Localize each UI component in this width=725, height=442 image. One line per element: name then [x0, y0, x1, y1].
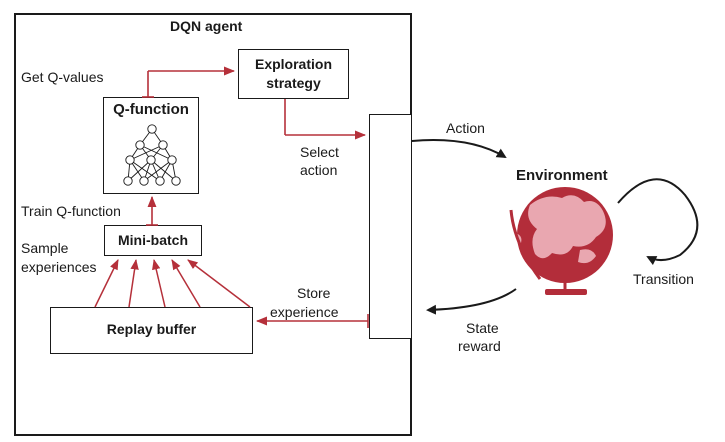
mini-batch-label: Mini-batch — [118, 232, 188, 248]
state-reward-arrow — [426, 288, 517, 315]
select-action-label-1: Select — [300, 144, 339, 160]
q-function-box — [103, 97, 199, 194]
action-label: Action — [446, 120, 485, 136]
exploration-strategy-box — [238, 49, 349, 99]
state-reward-label-1: State — [466, 320, 499, 336]
replay-buffer-box — [50, 307, 253, 354]
neural-network-icon — [123, 124, 181, 186]
action-arrow — [411, 139, 507, 159]
transition-label: Transition — [633, 271, 694, 287]
replay-buffer-label: Replay buffer — [106, 321, 197, 337]
exploration-strategy-label-2: strategy — [266, 75, 321, 91]
select-action-arrow — [284, 99, 367, 140]
store-experience-arrow — [255, 314, 369, 328]
state-reward-label-2: reward — [458, 338, 501, 354]
environment-label: Environment — [516, 167, 608, 184]
sample-experience-arrows — [94, 258, 251, 308]
get-q-values-label: Get Q-values — [21, 69, 104, 85]
train-q-function-label: Train Q-function — [21, 203, 121, 219]
get-q-values-arrow — [142, 66, 236, 98]
exploration-strategy-label-1: Exploration — [254, 56, 332, 72]
q-function-label: Q-function — [113, 101, 189, 118]
agent-interface-box — [369, 114, 412, 339]
train-q-function-arrow — [146, 195, 158, 226]
sample-experiences-label-1: Sample — [21, 240, 69, 256]
store-experience-label-1: Store — [297, 285, 331, 301]
sample-experiences-label-2: experiences — [21, 259, 97, 275]
select-action-label-2: action — [300, 162, 338, 178]
transition-loop-arrow — [617, 178, 699, 266]
store-experience-label-2: experience — [270, 304, 339, 320]
globe-icon — [509, 187, 613, 295]
agent-title: DQN agent — [170, 18, 243, 34]
